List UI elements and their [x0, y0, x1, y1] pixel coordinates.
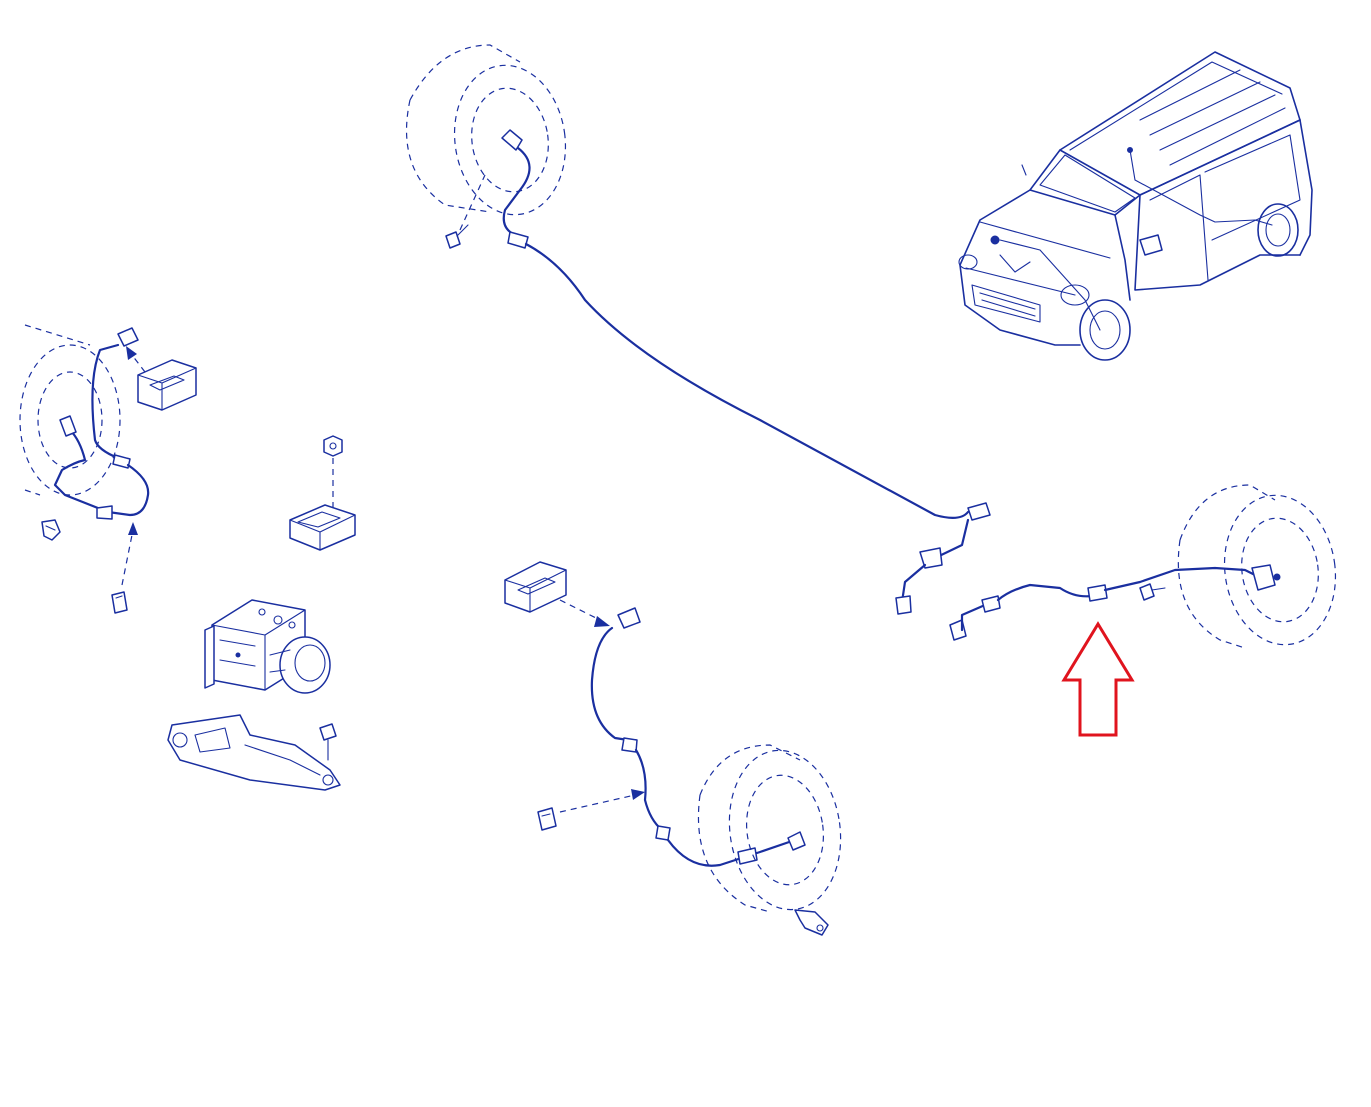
wheel-bracket-icon: [794, 909, 829, 936]
connector-box-icon: [137, 359, 197, 411]
left-grommet-icon: [111, 591, 128, 614]
front-right-wheel-outline: [697, 744, 842, 913]
screw-icon: [1139, 583, 1166, 601]
rear-left-sensor-cable: [501, 129, 991, 615]
bolt-icon: [319, 723, 337, 761]
abs-hydraulic-unit: [204, 599, 331, 694]
rear-right-sensor-cable[interactable]: [949, 564, 1281, 641]
front-left-sensor-cable: [53, 327, 150, 520]
guide-line: [559, 599, 601, 621]
front-left-wheel-outline: [19, 324, 121, 496]
guide-line: [459, 174, 486, 231]
left-clip-icon: [41, 519, 61, 541]
red-arrow-indicator: [1061, 621, 1135, 737]
rear-left-wheel-outline: [405, 44, 567, 216]
arrow-icon: [594, 616, 610, 627]
nut-icon: [323, 435, 343, 457]
abs-mounting-bracket: [167, 714, 341, 791]
arrow-icon: [126, 346, 137, 360]
bottom-clip-icon: [537, 807, 557, 831]
connector-box-icon: [504, 561, 567, 613]
sensor-bracket-icon: [289, 504, 356, 551]
screw-icon: [445, 224, 469, 249]
van-icon: [958, 51, 1313, 361]
rear-right-wheel-outline: [1177, 484, 1337, 649]
guide-line: [121, 529, 134, 586]
arrow-icon: [631, 789, 645, 800]
guide-line: [131, 354, 146, 373]
front-right-sensor-cable: [590, 607, 806, 867]
guide-line: [559, 794, 636, 813]
arrow-icon: [128, 522, 138, 535]
